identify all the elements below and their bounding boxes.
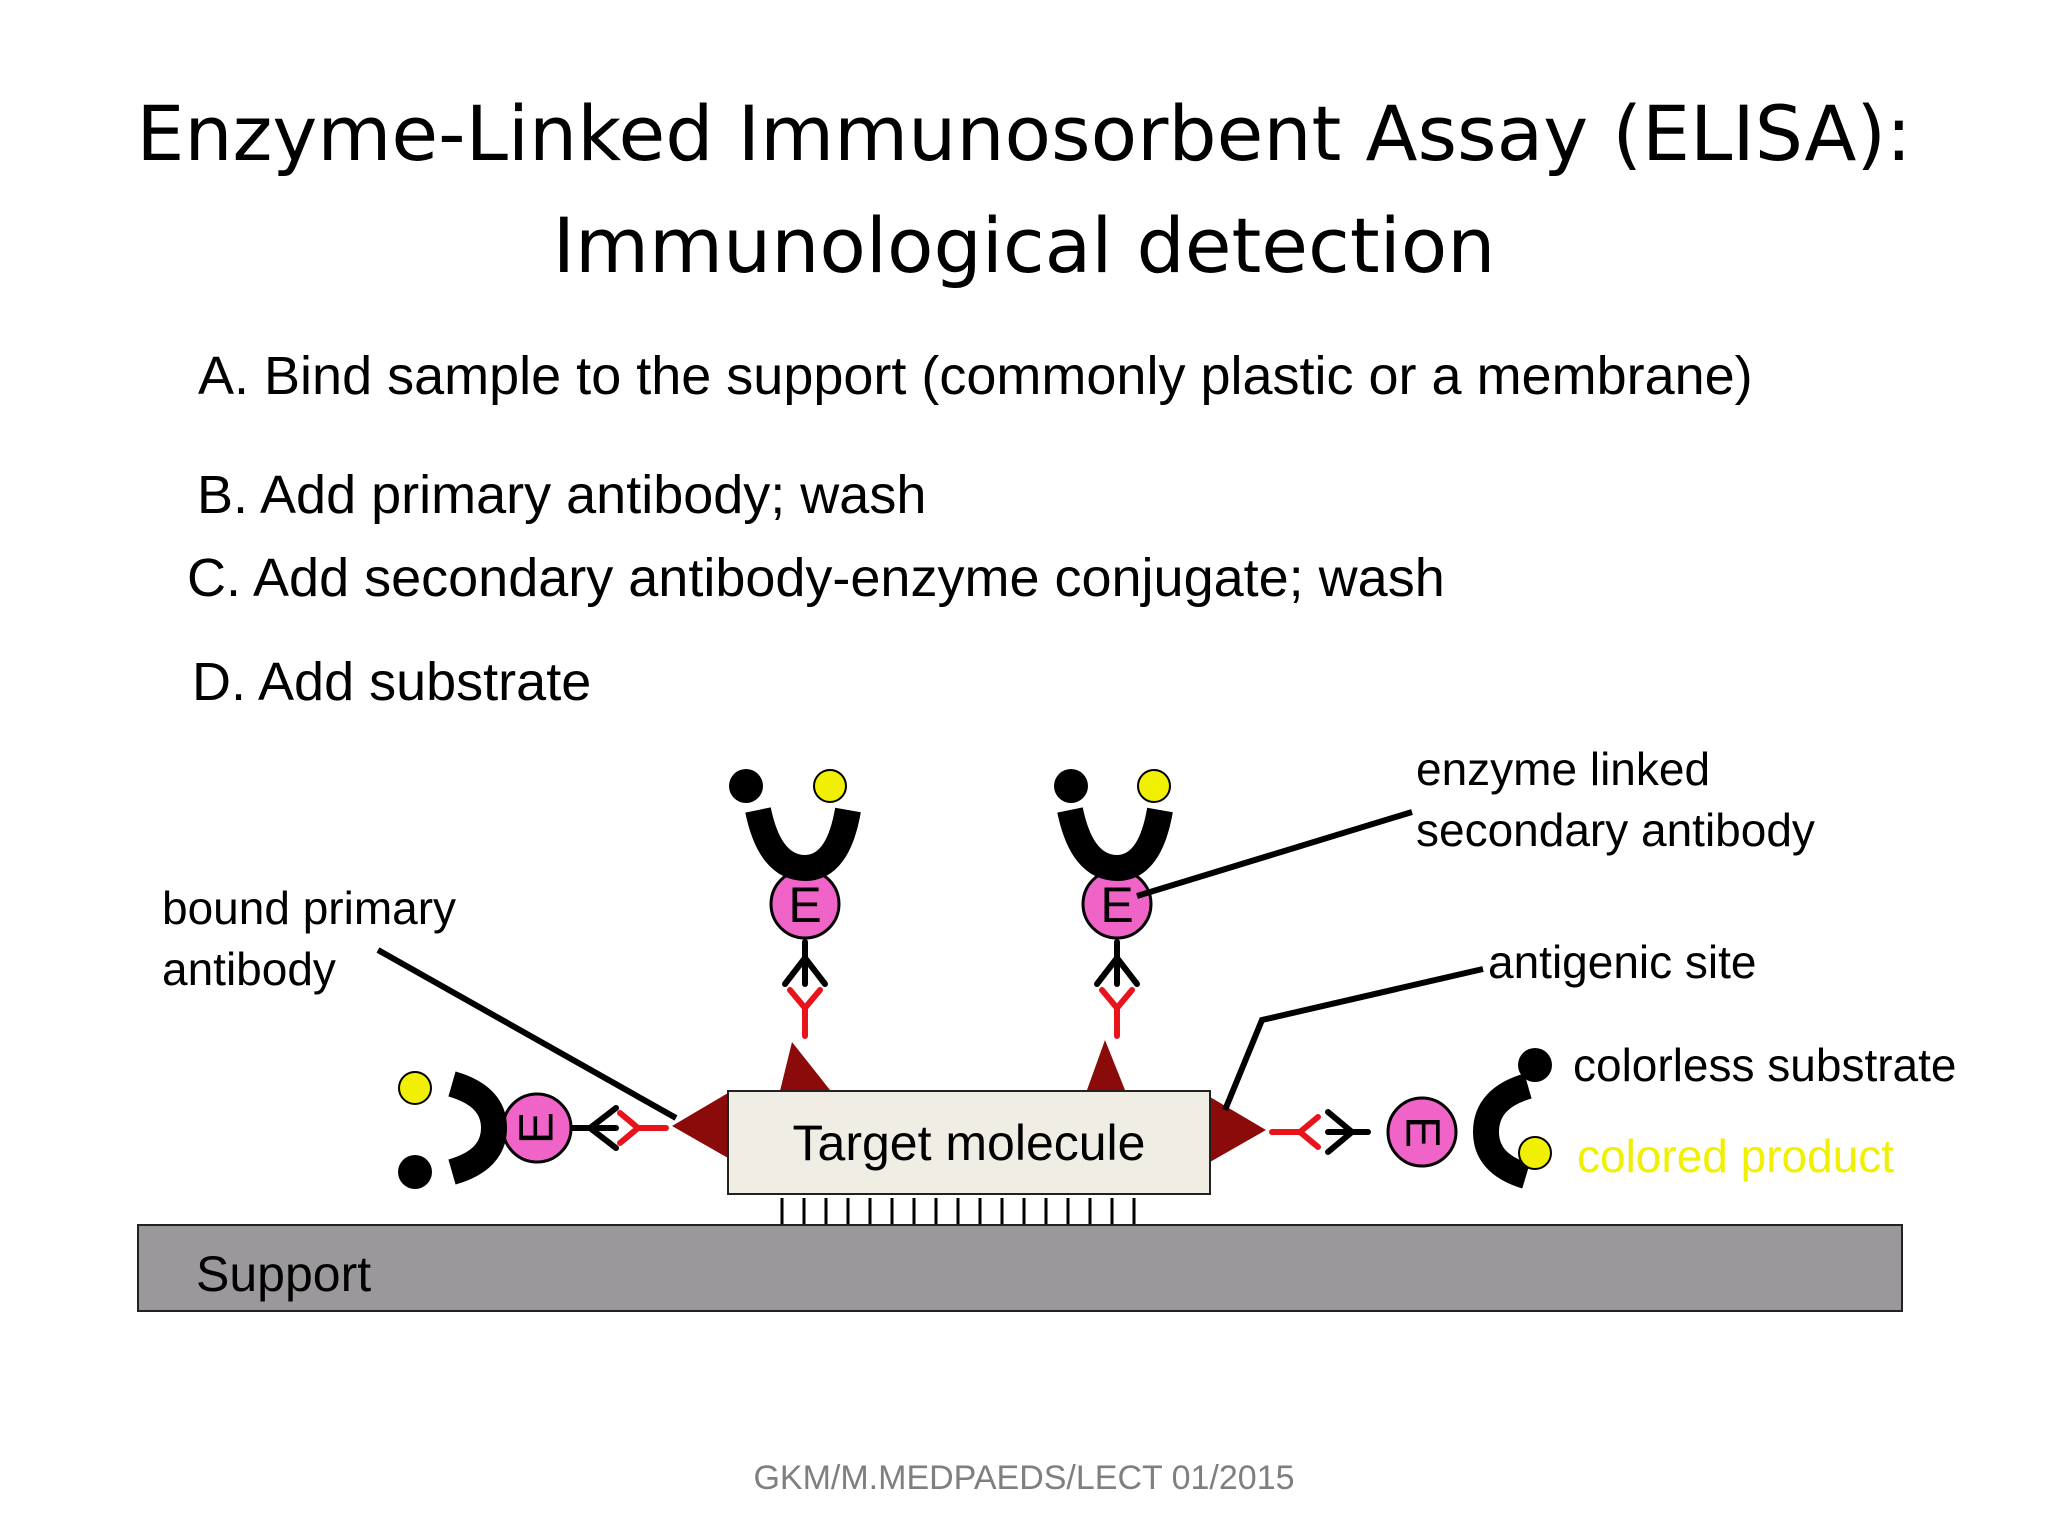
enzyme-letter: E — [511, 1112, 564, 1144]
enzyme-letter: E — [1100, 877, 1133, 933]
target-molecule — [727, 1090, 1211, 1195]
slide-title: Enzyme-Linked Immunosorbent Assay (ELISA… — [0, 78, 2048, 302]
callout-line-secondary — [1136, 809, 1413, 899]
colored-product-dot — [1518, 1136, 1552, 1170]
secondary-antibody-top-left — [782, 939, 828, 987]
label-antigenic-site: antigenic site — [1488, 936, 1757, 988]
antigen-site-left — [672, 1093, 728, 1158]
enzyme-left: E — [501, 1092, 573, 1164]
primary-antibody-left — [617, 1110, 669, 1146]
colored-product-dot — [813, 769, 847, 803]
label-primary-line1: bound primary — [162, 882, 456, 934]
label-secondary-line2: secondary antibody — [1416, 804, 1815, 856]
anchor-ticks — [780, 1198, 1136, 1224]
colorless-substrate-dot — [1518, 1048, 1552, 1082]
enzyme-top-left: E — [769, 868, 841, 940]
antigen-site-right — [1210, 1097, 1266, 1162]
footer-credit: GKM/M.MEDPAEDS/LECT 01/2015 — [753, 1459, 1295, 1497]
title-line-2: Immunological detection — [552, 201, 1496, 290]
substrate-arc-left — [447, 1071, 508, 1185]
colorless-substrate-dot — [729, 769, 763, 803]
title-line-1: Enzyme-Linked Immunosorbent Assay (ELISA… — [136, 89, 1912, 178]
enzyme-top-right: E — [1081, 868, 1153, 940]
secondary-antibody-left — [569, 1105, 619, 1151]
colorless-substrate-dot — [398, 1155, 432, 1189]
enzyme-right: E — [1386, 1096, 1458, 1168]
step-c: C. Add secondary antibody-enzyme conjuga… — [187, 548, 1445, 608]
substrate-arc-right — [1472, 1073, 1533, 1189]
label-primary-line2: antibody — [162, 943, 336, 995]
step-b: B. Add primary antibody; wash — [197, 465, 927, 525]
enzyme-letter: E — [788, 877, 821, 933]
label-colored-product: colored product — [1577, 1130, 1894, 1182]
primary-antibody-top-right — [1099, 987, 1135, 1039]
secondary-antibody-right — [1325, 1109, 1371, 1155]
substrate-arc-top-right — [1057, 807, 1173, 882]
callout-line-primary — [376, 947, 678, 1121]
target-label: Target molecule — [793, 1115, 1146, 1171]
label-secondary-line1: enzyme linked — [1416, 743, 1710, 795]
support-label: Support — [196, 1246, 371, 1302]
step-d: D. Add substrate — [192, 652, 592, 712]
label-colorless-substrate: colorless substrate — [1573, 1039, 1957, 1091]
callout-line-antigenic — [1222, 966, 1484, 1112]
antigen-site-top-left — [780, 1042, 830, 1091]
colored-product-dot — [1137, 769, 1171, 803]
enzyme-letter: E — [1396, 1116, 1449, 1148]
colored-product-dot — [398, 1071, 432, 1105]
antigen-site-top-right — [1087, 1040, 1125, 1090]
substrate-arc-top-left — [745, 807, 861, 882]
primary-antibody-right — [1269, 1114, 1321, 1150]
colorless-substrate-dot — [1054, 769, 1088, 803]
step-a: A. Bind sample to the support (commonly … — [198, 346, 1753, 406]
primary-antibody-top-left — [787, 987, 823, 1039]
secondary-antibody-top-right — [1094, 939, 1140, 987]
support-bar — [137, 1224, 1903, 1312]
